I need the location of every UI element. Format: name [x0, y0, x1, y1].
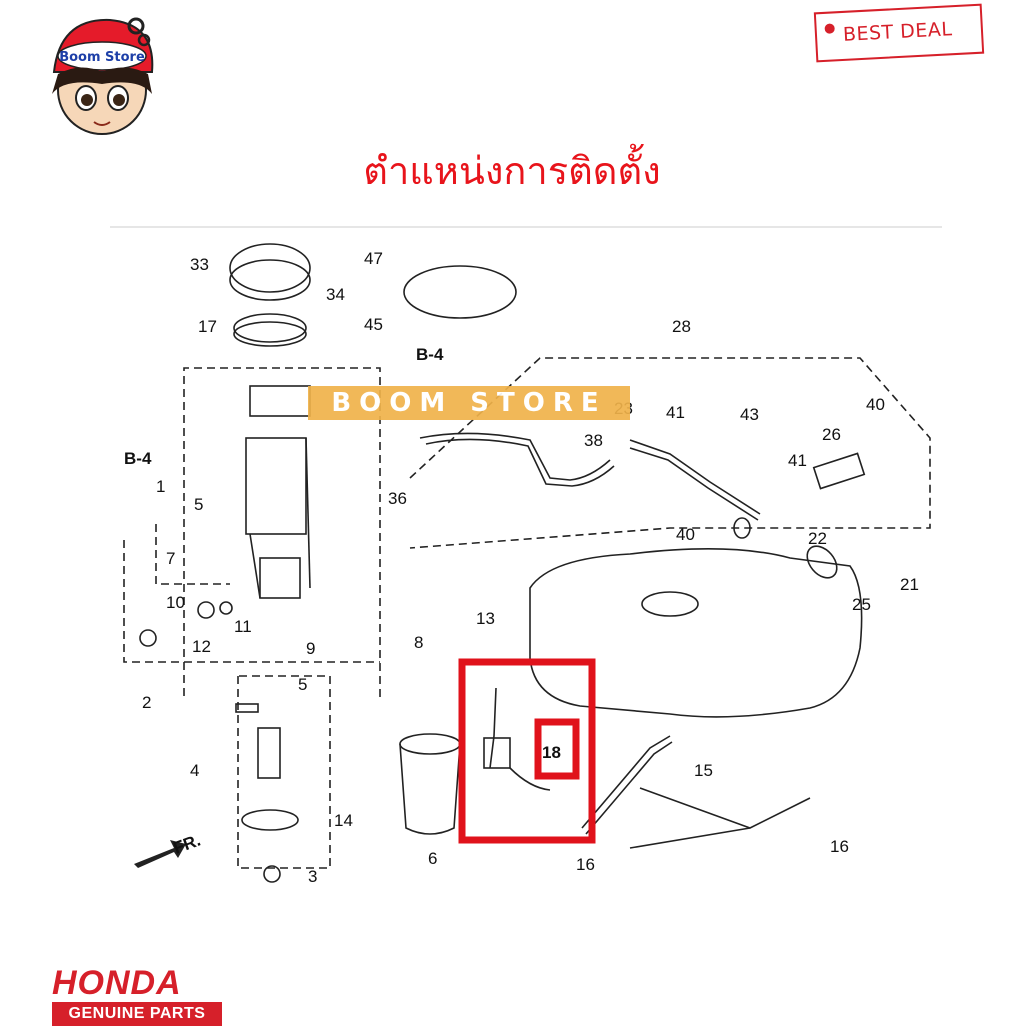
- callout-40-lower: 40: [676, 525, 695, 544]
- callout-5-upper: 5: [194, 495, 203, 514]
- badge-label: BEST DEAL: [842, 18, 953, 46]
- callout-47: 47: [364, 249, 383, 268]
- callout-40-upper: 40: [866, 395, 885, 414]
- parts-diagram: 33 47 34 17 45 B-4 B-4 28 1 5 7 10 12 11…: [110, 226, 942, 896]
- callout-b4-top: B-4: [416, 345, 444, 364]
- brand-logo: HONDA GENUINE PARTS: [52, 966, 222, 1026]
- callout-18: 18: [542, 743, 561, 762]
- diagram-drawing: 33 47 34 17 45 B-4 B-4 28 1 5 7 10 12 11…: [123, 243, 931, 886]
- callout-41-upper: 41: [666, 403, 685, 422]
- callout-14: 14: [334, 811, 353, 830]
- callout-b4-left: B-4: [124, 449, 152, 468]
- callout-3: 3: [308, 867, 317, 886]
- watermark-text: BOOM STORE: [331, 388, 607, 418]
- store-logo: Boom Store: [40, 10, 164, 140]
- callout-13: 13: [476, 609, 495, 628]
- front-label: FR.: [171, 831, 203, 858]
- callout-21: 21: [900, 575, 919, 594]
- badge-dot-icon: [824, 23, 835, 34]
- brand-tagline: GENUINE PARTS: [52, 1002, 222, 1026]
- callout-15: 15: [694, 761, 713, 780]
- callout-4: 4: [190, 761, 199, 780]
- callout-16-left: 16: [576, 855, 595, 874]
- front-arrow-icon: [134, 840, 186, 868]
- logo-text: Boom Store: [59, 50, 145, 65]
- callout-45: 45: [364, 315, 383, 334]
- callout-1: 1: [156, 477, 165, 496]
- callout-7: 7: [166, 549, 175, 568]
- callout-11: 11: [234, 617, 252, 636]
- callout-8: 8: [414, 633, 423, 652]
- callout-43: 43: [740, 405, 759, 424]
- brand-name: HONDA: [52, 964, 182, 1002]
- callout-12: 12: [192, 637, 211, 656]
- callout-2: 2: [142, 693, 151, 712]
- callout-17: 17: [198, 317, 217, 336]
- callout-5-lower: 5: [298, 675, 307, 694]
- callout-22: 22: [808, 529, 827, 548]
- callout-26: 26: [822, 425, 841, 444]
- callout-38: 38: [584, 431, 603, 450]
- callout-33: 33: [190, 255, 209, 274]
- callout-41-right: 41: [788, 451, 807, 470]
- highlight-box: [458, 658, 596, 844]
- page-title: ตำแหน่งการติดตั้ง: [363, 149, 661, 193]
- callout-34: 34: [326, 285, 345, 304]
- callout-16-right: 16: [830, 837, 849, 856]
- callout-9: 9: [306, 639, 315, 658]
- callout-28: 28: [672, 317, 691, 336]
- watermark-band: BOOM STORE: [308, 386, 630, 420]
- callout-36: 36: [388, 489, 407, 508]
- callout-10: 10: [166, 593, 185, 612]
- callout-25: 25: [852, 595, 871, 614]
- best-deal-badge: BEST DEAL: [813, 3, 985, 63]
- callout-6: 6: [428, 849, 437, 868]
